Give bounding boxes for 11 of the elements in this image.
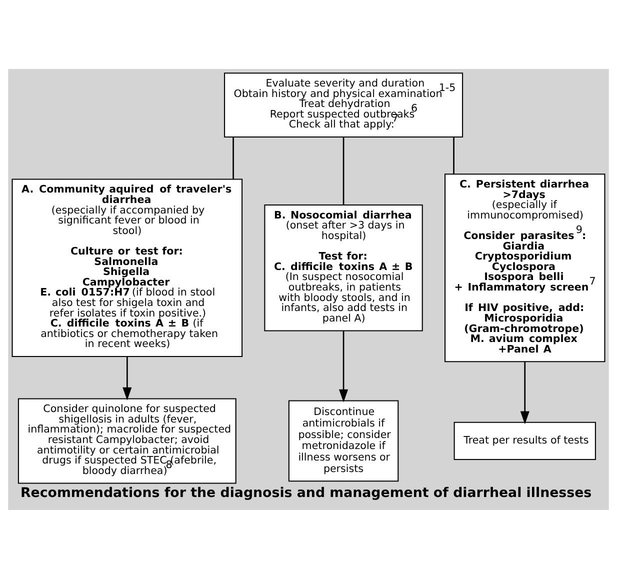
connector [453,137,454,174]
arrow [338,330,348,402]
connector [342,137,344,205]
arrow [122,356,132,400]
node-box: Discontinue antimicrobials if possible; consider metronidazole if illness worsens or persists [288,400,399,482]
node-box: A. Community aquired of traveler's diarrhea (especially if accompanied by significant fever or blood in stool) Culture or test for: Salmonella Shigella Campylobacter E. coli 0157:H7 (if blood in stool also test for shigela toxin and refer isolates if toxin positive.) C. difficile toxins A ± B (if antibiotics or chemotherapy taken in recent weeks) [12,178,243,357]
node-box: B. Nosocomial diarrhea (onset after >3 days in hospital) Test for: C. difficile toxins A ± B (In suspect nosocomial outbreaks, in patients with bloody stools, and in infants, also add tests in panel A) [264,204,423,332]
node-box: Treat per results of tests [454,422,596,460]
caption: Recommendations for the diagnosis and management of diarrheal illnesses [20,486,592,502]
arrow [520,362,530,424]
connector [232,137,234,180]
